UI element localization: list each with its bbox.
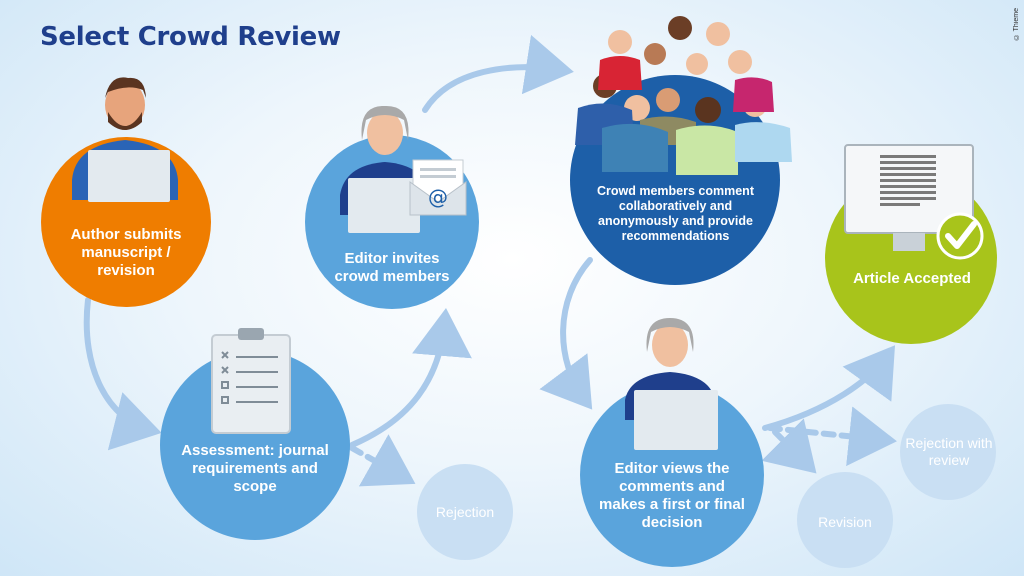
editor-invites-label: Editor invites crowd members [334, 250, 450, 285]
accepted-label: Article Accepted [853, 270, 971, 287]
laptop-icon [634, 390, 718, 450]
editor-illustration: @ [340, 105, 467, 233]
assessment-label: Assessment: journal requirements and sco… [181, 442, 329, 495]
email-icon: @ [409, 159, 467, 216]
author-label: Author submits manuscript / revision [70, 226, 182, 279]
page-title: Select Crowd Review [40, 22, 341, 52]
laptop-icon [348, 178, 420, 233]
crowd-label: Crowd members comment collaboratively an… [597, 184, 754, 243]
arrow-assessment-to-rejection [349, 434, 416, 487]
crowd-illustration [575, 16, 792, 175]
author-illustration [72, 77, 178, 202]
svg-text:@: @ [428, 185, 448, 209]
flow-arrows [83, 34, 897, 487]
arrow-crowd-to-editor-views [539, 257, 593, 410]
editor-views-illustration [625, 318, 718, 450]
revision-label: Revision [818, 513, 872, 530]
laptop-icon [88, 150, 170, 202]
rejection-review-label: Rejection with review [905, 435, 993, 468]
rejection-review-circle [900, 404, 996, 500]
editor-views-label: Editor views the comments and makes a fi… [599, 460, 745, 531]
rejection-label: Rejection [435, 503, 495, 520]
assessment-circle [160, 350, 350, 540]
arrow-editor-to-rejection-review [767, 406, 897, 467]
arrow-editor-to-crowd [422, 34, 574, 113]
rejection-circle [417, 464, 513, 560]
revision-circle [797, 472, 893, 568]
arrow-assessment-to-editor [349, 308, 472, 448]
checkmark-icon [936, 212, 984, 260]
arrow-editor-to-revision [761, 418, 817, 474]
arrow-author-to-assessment [83, 297, 162, 451]
monitor-icon [844, 144, 974, 251]
clipboard-icon [211, 328, 291, 434]
arrow-editor-to-accepted [762, 345, 896, 431]
